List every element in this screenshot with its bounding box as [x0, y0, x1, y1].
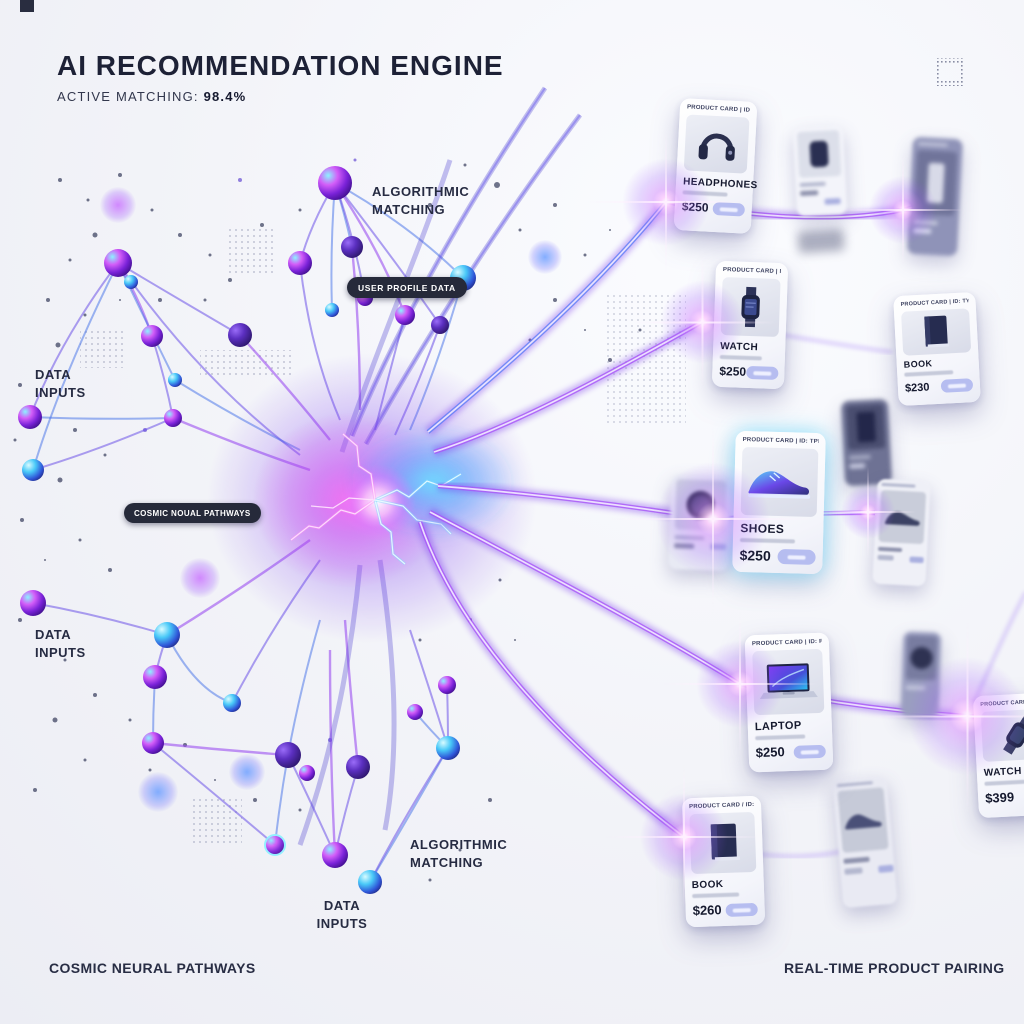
product-card-shoes[interactable]: PRODUCT CARD | ID: TPEA SHOES $250: [732, 430, 826, 575]
product-subtext: [984, 779, 1024, 786]
product-price: $250: [755, 744, 785, 761]
book-image: [689, 811, 757, 875]
card-header: PRODUCT CARD | ID: TY6L: [722, 267, 781, 275]
product-price: $260: [692, 902, 722, 919]
product-name: WATCH: [983, 765, 1023, 779]
book-image: [901, 308, 972, 356]
blurred-card-shoes-small: [872, 478, 931, 587]
card-header: PRODUCT CARD | ID: TY6A: [980, 698, 1024, 708]
blurred-card-watch: [792, 125, 848, 217]
product-name: LAPTOP: [754, 719, 802, 734]
page-title: AI RECOMMENDATION ENGINE: [57, 50, 504, 81]
headphones-image: [683, 114, 750, 174]
card-badge-button[interactable]: [725, 902, 758, 917]
label-data-inputs-left: DATA INPUTS: [35, 367, 86, 401]
product-subtext: [719, 354, 762, 361]
product-name: HEADPHONES: [682, 176, 758, 192]
dotted-square-decoration: [936, 58, 964, 86]
blurred-card-sneaker: [832, 775, 898, 909]
product-price: $250: [739, 546, 771, 564]
card-header: PRODUCT CARD | ID: TY6: [900, 298, 969, 308]
laptop-image: [752, 648, 825, 716]
active-matching-status: ACTIVE MATCHING: 98.4%: [57, 89, 504, 104]
product-subtext: [739, 537, 795, 544]
active-matching-label: ACTIVE MATCHING:: [57, 89, 199, 104]
label-data-inputs-bottom: DATA INPUTS: [316, 898, 368, 932]
product-card-headphones[interactable]: PRODUCT CARD | ID: T10L HEADPHONES $250: [673, 98, 758, 234]
corner-square-decoration: [20, 0, 34, 12]
shoes-image: [740, 447, 819, 517]
nebula-core: [207, 353, 537, 643]
product-subtext: [904, 370, 954, 377]
product-card-book[interactable]: PRODUCT CARD | ID: TY6 BOOK $230: [893, 291, 981, 407]
watch-image: [980, 708, 1024, 762]
blurred-card-phone: [906, 136, 964, 257]
product-price: $250: [719, 363, 747, 379]
product-price: $230: [904, 381, 930, 395]
active-matching-value: 98.4%: [203, 89, 247, 104]
user-profile-data-chip: USER PROFILE DATA: [347, 277, 467, 298]
product-card-watch[interactable]: PRODUCT CARD | ID: TY6L WATCH $250: [711, 260, 789, 390]
product-name: SHOES: [740, 520, 785, 537]
card-badge-button[interactable]: [712, 201, 746, 217]
label-algorithmic-matching-bottom: ALGORITHMIC MATCHING: [410, 837, 508, 871]
product-name: BOOK: [903, 358, 933, 370]
caption-cosmic-neural-pathways: COSMIC NEURAL PATHWAYS: [49, 960, 256, 976]
card-badge-button[interactable]: [777, 548, 816, 565]
blurred-card-lens: [900, 631, 942, 718]
product-subtext: [692, 892, 740, 899]
card-header: PRODUCT CARD | ID: P91A: [751, 638, 823, 648]
card-shadow: [797, 228, 845, 254]
product-price: $250: [681, 199, 709, 215]
card-header: PRODUCT CARD / ID: TY6A: [688, 801, 755, 811]
card-header: PRODUCT CARD | ID: T10L: [686, 104, 751, 114]
blurred-card-speaker: [668, 473, 732, 572]
product-price: $399: [984, 789, 1015, 806]
card-header: PRODUCT CARD | ID: TPEA: [742, 437, 819, 446]
card-badge-button[interactable]: [940, 378, 974, 393]
card-badge-button[interactable]: [745, 365, 779, 381]
product-name: BOOK: [691, 879, 724, 892]
product-name: WATCH: [720, 340, 759, 354]
label-data-inputs-mid: DATA INPUTS: [35, 627, 86, 661]
product-card-laptop[interactable]: PRODUCT CARD | ID: P91A LAPTOP $250: [744, 632, 834, 773]
network-nodes: [18, 166, 476, 894]
card-badge-button[interactable]: [793, 744, 826, 759]
product-card-watch-right[interactable]: PRODUCT CARD | ID: TY6A WATCH $399: [972, 691, 1024, 819]
caption-real-time-product-pairing: REAL-TIME PRODUCT PAIRING: [784, 960, 1005, 976]
watch-image: [720, 277, 781, 338]
product-subtext: [682, 190, 728, 197]
product-card-book-bottom[interactable]: PRODUCT CARD / ID: TY6A BOOK $260: [681, 795, 766, 928]
blurred-card-tablet: [840, 398, 893, 487]
label-algorithmic-matching-top: ALGORITHMIC MATCHING: [372, 184, 470, 218]
product-subtext: [755, 734, 806, 741]
cosmic-neural-pathways-chip: COSMIC NOUAL PATHWAYS: [124, 503, 261, 523]
